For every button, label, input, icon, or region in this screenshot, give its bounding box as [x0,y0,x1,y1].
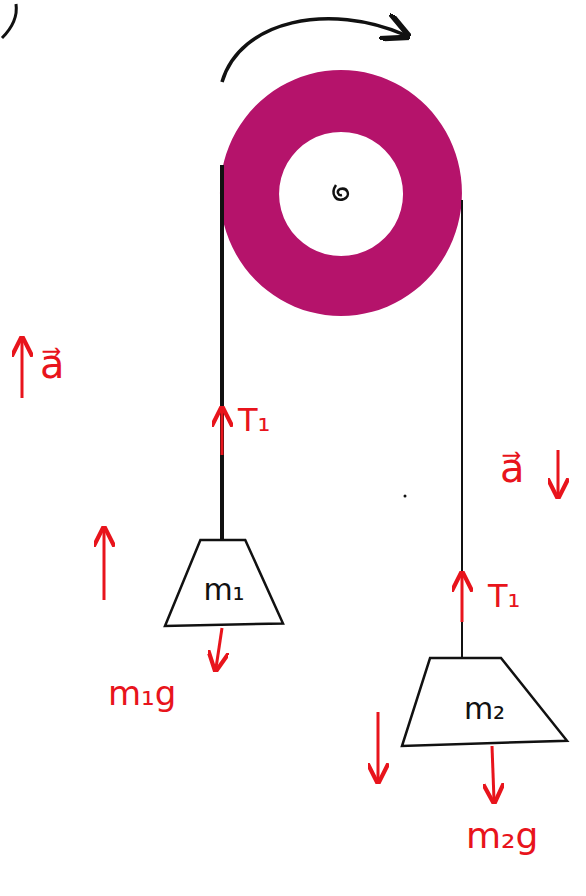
weight-arrow [216,628,222,668]
stray-stroke [2,4,16,38]
weight-label: m₂g [466,818,538,854]
accel-arrow [557,450,560,495]
motion-arrow [103,530,106,600]
rotation-arrow [222,19,405,82]
axle-symbol [334,185,348,200]
weight-label: m₁g [108,676,176,710]
left-string [220,165,224,542]
dot [404,495,407,498]
motion-arrow [377,712,380,780]
tension-label: T₁ [238,404,270,436]
pulley-ring [220,70,462,316]
mass-block: m₂ [402,658,567,746]
mass-block: m₁ [165,540,283,626]
weight-arrow [492,746,494,800]
mass-label: m₂ [464,680,505,724]
right-string [461,200,463,660]
acceleration-label: a⃗ [500,448,525,488]
tension-arrow [221,410,224,455]
tension-arrow [461,575,464,622]
accel-arrow [21,340,24,398]
tension-label: T₁ [488,580,520,612]
acceleration-label: a⃗ [40,344,65,384]
mass-label: m₁ [203,561,244,605]
